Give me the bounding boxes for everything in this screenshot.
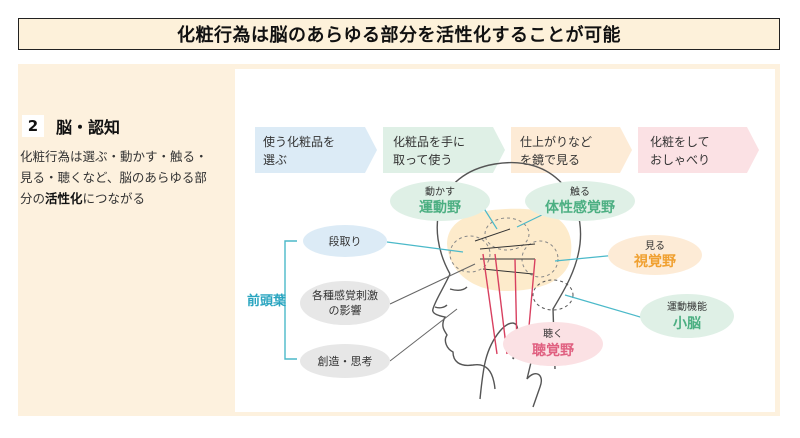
frontal-item-plan: 段取り [303, 225, 387, 257]
page-title: 化粧行為は脳のあらゆる部分を活性化することが可能 [18, 18, 780, 50]
somatosensory-sub: 触る [570, 185, 590, 198]
section-header: 2 脳・認知 [22, 114, 120, 138]
brain-shape [447, 208, 572, 291]
creativity-label: 創造・思考 [318, 354, 373, 368]
stimuli-label-2: の影響 [329, 303, 362, 317]
desc-bold: 活性化 [45, 191, 83, 206]
section-title: 脳・認知 [56, 118, 121, 137]
auditory-main: 聴覚野 [532, 342, 574, 359]
motor-area-outline [484, 217, 530, 251]
section-description: 化粧行為は選ぶ・動かす・触る・見る・聴くなど、脳のあらゆる部分の活性化につながる [20, 146, 215, 209]
motor-main: 運動野 [419, 199, 461, 216]
area-motor: 動かす 運動野 [390, 181, 490, 221]
step-1-line2: 選ぶ [263, 153, 287, 167]
section-number: 2 [22, 115, 44, 137]
brain-diagram: 使う化粧品を 選ぶ 化粧品を手に 取って使う 仕上がりなど を鏡で見る 化粧をし… [247, 127, 759, 408]
motor-sub: 動かす [425, 185, 455, 198]
frontal-bracket [284, 240, 297, 360]
area-cerebellum: 運動機能 小脳 [640, 294, 734, 338]
step-4-line2: おしゃべり [650, 153, 710, 167]
plan-label: 段取り [329, 234, 362, 248]
gray-connectors [389, 263, 476, 362]
frontal-item-creativity: 創造・思考 [300, 344, 390, 378]
step-3-line2: を鏡で見る [520, 152, 580, 167]
step-4-line1: 化粧をして [650, 135, 710, 149]
frontal-item-stimuli: 各種感覚刺激 の影響 [300, 281, 390, 325]
stimuli-label-1: 各種感覚刺激 [312, 288, 378, 302]
desc-text-end: につながる [82, 191, 146, 206]
internal-arrows [474, 228, 536, 275]
step-arrow-4: 化粧をして おしゃべり [638, 127, 759, 173]
step-1-line1: 使う化粧品を [263, 134, 335, 149]
cerebellum-outline [532, 279, 574, 311]
diagram-area: 使う化粧品を 選ぶ 化粧品を手に 取って使う 仕上がりなど を鏡で見る 化粧をし… [235, 69, 775, 412]
visual-main: 視覚野 [633, 253, 676, 270]
area-visual: 見る 視覚野 [608, 235, 702, 275]
area-somatosensory: 触る 体性感覚野 [525, 181, 635, 221]
cerebellum-sub: 運動機能 [667, 300, 707, 313]
cerebellum-main: 小脳 [673, 315, 701, 332]
area-auditory: 聴く 聴覚野 [503, 322, 603, 366]
visual-sub: 見る [645, 240, 665, 252]
frontal-lobe-label: 前頭葉 [247, 293, 287, 309]
frontal-area-outline [449, 235, 491, 273]
step-arrow-1: 使う化粧品を 選ぶ [255, 127, 377, 173]
auditory-sub: 聴く [543, 328, 563, 340]
step-2-line1: 化粧品を手に [393, 135, 465, 149]
step-arrow-3: 仕上がりなど を鏡で見る [511, 127, 632, 173]
somatosensory-main: 体性感覚野 [545, 199, 615, 216]
step-2-line2: 取って使う [393, 152, 452, 167]
step-3-line1: 仕上がりなど [520, 134, 592, 149]
step-arrow-2: 化粧品を手に 取って使う [383, 127, 505, 173]
desc-text: 化粧行為は選ぶ・動かす・触る・見る・聴くなど、脳のあらゆる部分の [20, 149, 208, 206]
